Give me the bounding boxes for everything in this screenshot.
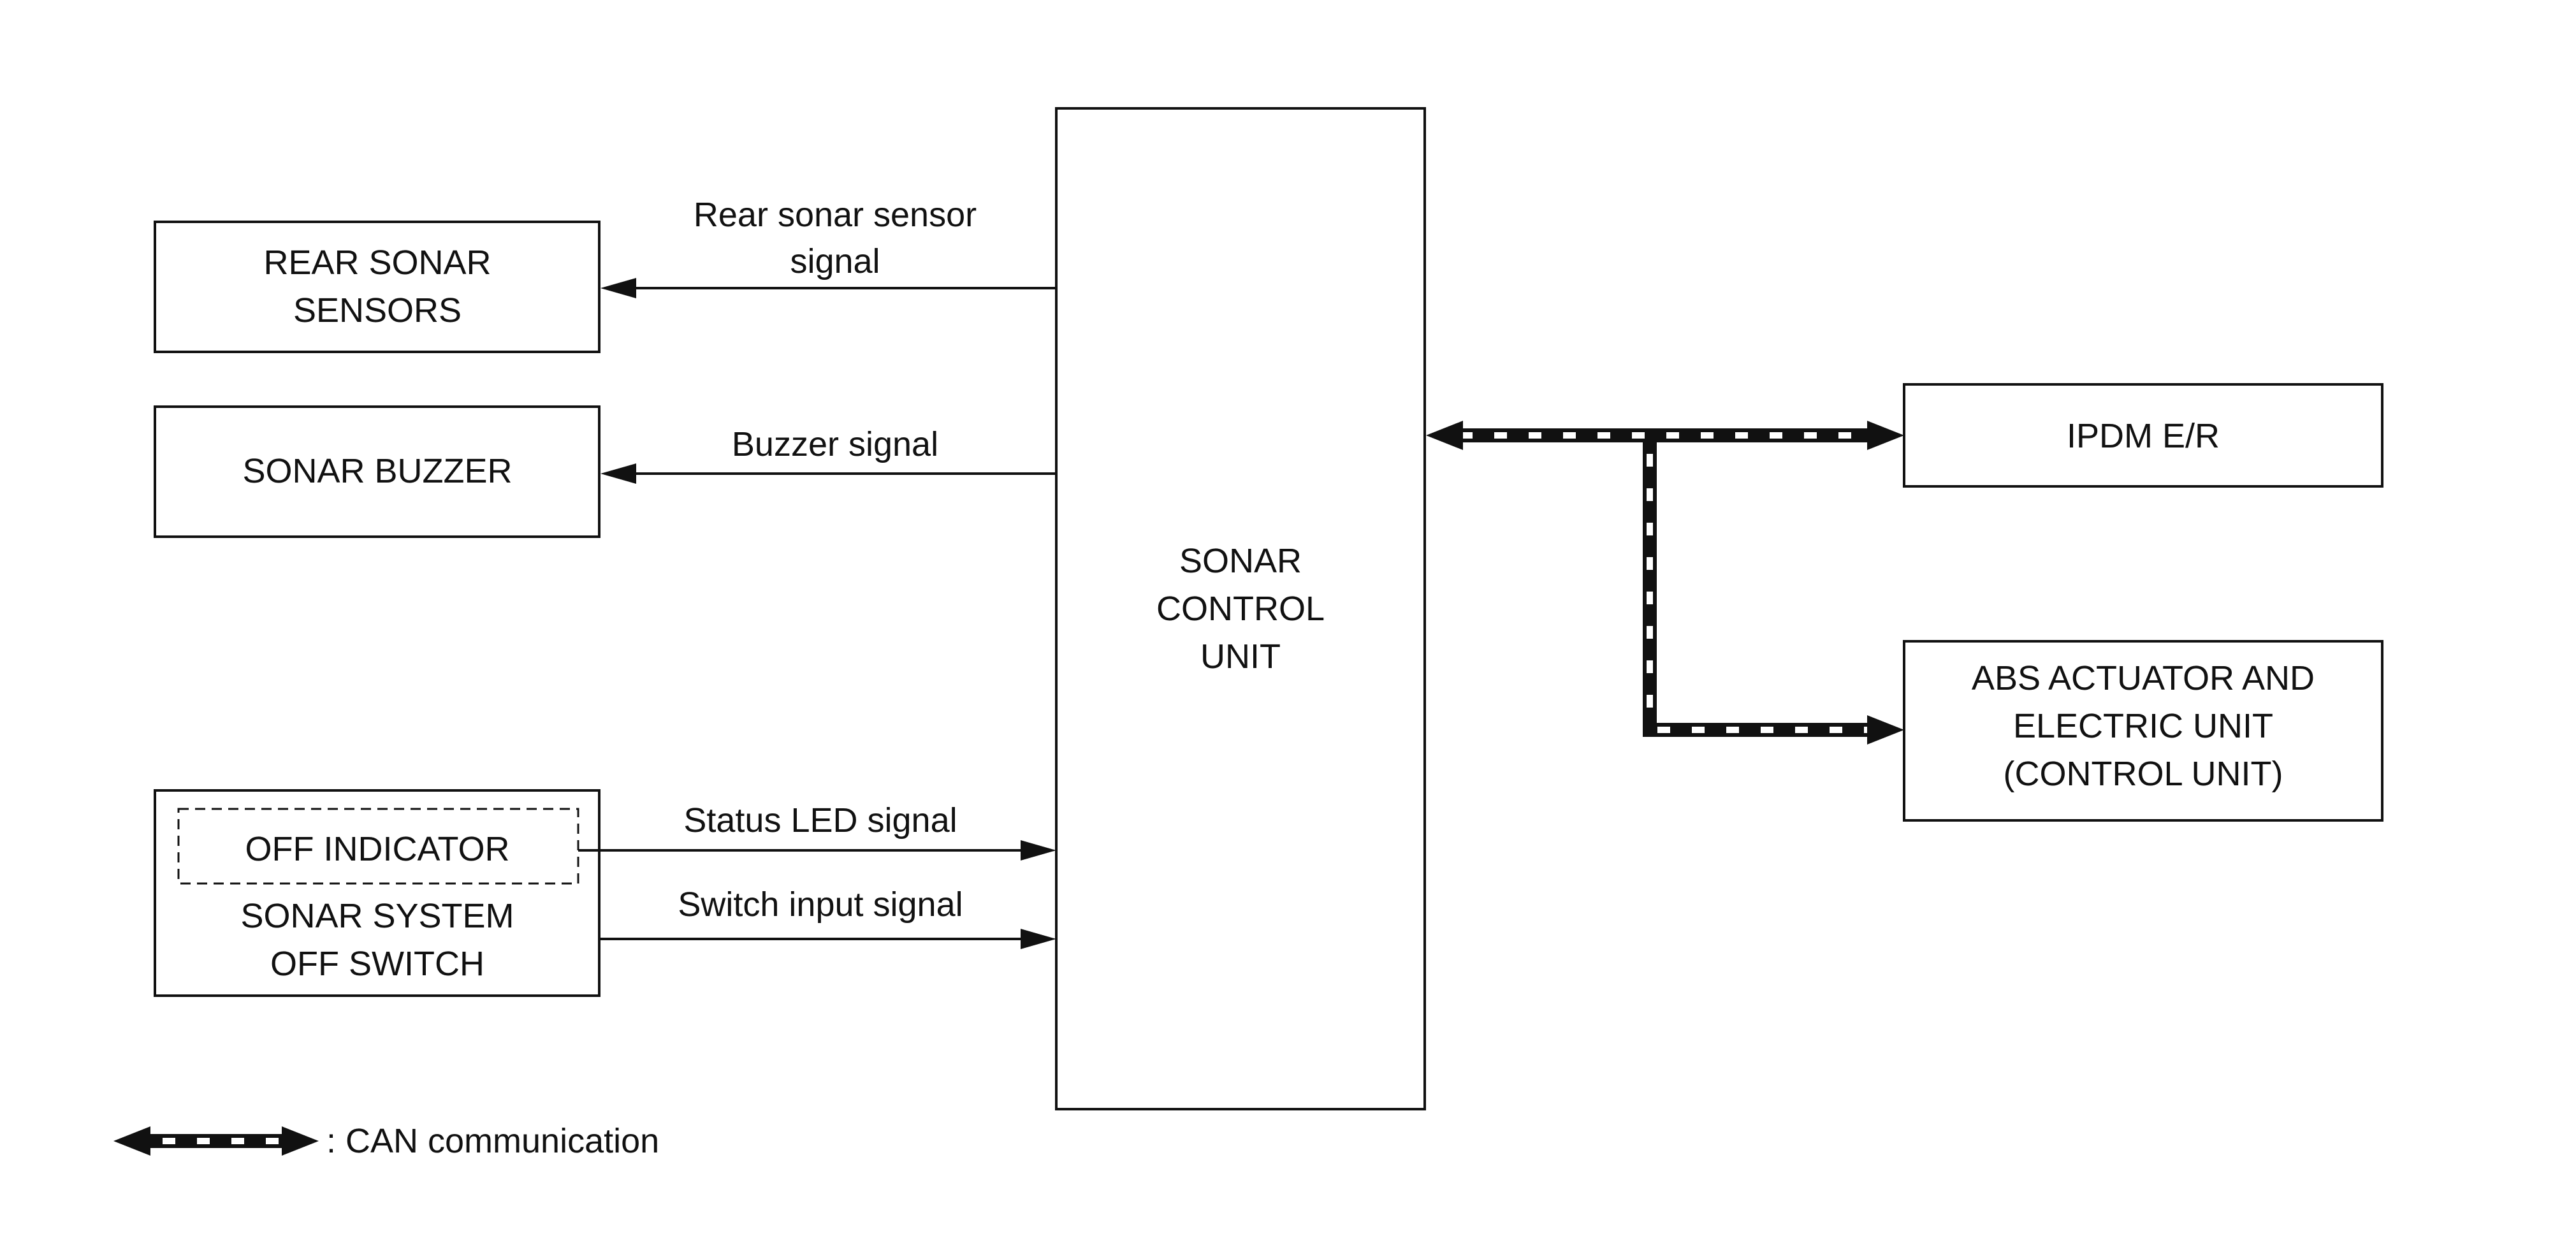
- can-arrow-right: [1867, 421, 1904, 450]
- sonar-control-unit-label-line2: CONTROL: [1156, 590, 1325, 628]
- legend-can-label: : CAN communication: [326, 1122, 659, 1160]
- sonar-system-off-switch-label-line1: SONAR SYSTEM: [240, 897, 514, 935]
- ipdm-er-block: IPDM E/R: [1903, 383, 2383, 488]
- off-indicator-dashed-box: [177, 808, 579, 885]
- can-arrow-right: [1867, 715, 1904, 745]
- rear-sonar-sensor-signal-wire: Rear sonar sensor signal: [600, 196, 1056, 298]
- arrow-head-left: [600, 278, 636, 298]
- legend-arrow-left: [113, 1126, 150, 1156]
- off-indicator-label: OFF INDICATOR: [245, 830, 510, 868]
- abs-actuator-label-line1: ABS ACTUATOR AND: [1972, 659, 2315, 697]
- sonar-control-unit-block: SONAR CONTROL UNIT: [1055, 107, 1426, 1110]
- rear-sonar-sensor-signal-label-line1: Rear sonar sensor: [694, 196, 977, 234]
- status-led-signal-label: Status LED signal: [683, 801, 957, 840]
- sonar-control-unit-label-line1: SONAR: [1179, 542, 1302, 580]
- rear-sonar-sensor-signal-label-line2: signal: [790, 242, 880, 280]
- ipdm-er-label: IPDM E/R: [2067, 417, 2220, 455]
- switch-input-signal-label: Switch input signal: [678, 885, 963, 924]
- sonar-buzzer-block: SONAR BUZZER: [154, 405, 600, 538]
- status-led-signal-wire: Status LED signal: [578, 801, 1056, 861]
- sonar-system-off-switch-block: OFF INDICATOR SONAR SYSTEM OFF SWITCH: [154, 789, 600, 997]
- sonar-control-unit-label-line3: UNIT: [1200, 637, 1281, 676]
- buzzer-signal-label: Buzzer signal: [732, 425, 938, 463]
- can-arrow-left: [1426, 421, 1463, 450]
- buzzer-signal-wire: Buzzer signal: [600, 425, 1056, 484]
- legend-arrow-right: [282, 1126, 319, 1156]
- can-bus: [1426, 421, 1904, 745]
- legend: : CAN communication: [113, 1122, 659, 1160]
- rear-sonar-sensors-label-line2: SENSORS: [293, 291, 462, 330]
- arrow-head-left: [600, 463, 636, 484]
- arrow-head-right: [1021, 840, 1056, 861]
- rear-sonar-sensors-block: REAR SONAR SENSORS: [154, 221, 600, 353]
- abs-actuator-label-line3: (CONTROL UNIT): [2004, 755, 2283, 793]
- rear-sonar-sensors-label-line1: REAR SONAR: [263, 244, 491, 282]
- abs-actuator-block: ABS ACTUATOR AND ELECTRIC UNIT (CONTROL …: [1903, 640, 2383, 822]
- sonar-system-off-switch-label-line2: OFF SWITCH: [270, 945, 484, 983]
- switch-input-signal-wire: Switch input signal: [599, 885, 1056, 949]
- arrow-head-right: [1021, 929, 1056, 949]
- abs-actuator-label-line2: ELECTRIC UNIT: [2013, 707, 2273, 745]
- sonar-buzzer-label: SONAR BUZZER: [242, 452, 512, 490]
